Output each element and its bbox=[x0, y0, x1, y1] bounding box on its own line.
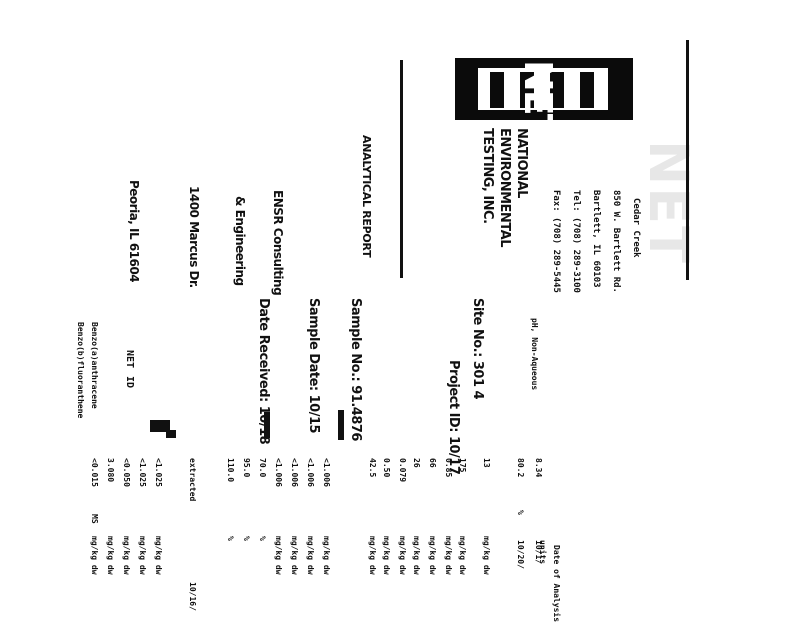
sample-date: Sample Date: 10/15 bbox=[306, 298, 321, 434]
result-date: 10/1/ bbox=[534, 540, 543, 565]
address-line-4: Tel: (708) 289-3100 bbox=[571, 190, 581, 293]
result-unit: mg/kg dw bbox=[154, 536, 163, 575]
logo-bar bbox=[550, 72, 564, 108]
ms-label: MS bbox=[90, 514, 99, 524]
header-rule-right bbox=[686, 40, 689, 280]
result-value: 8.34 bbox=[534, 458, 543, 478]
report-title: ANALYTICAL REPORT bbox=[360, 135, 373, 258]
result-unit: mg/kg dw bbox=[274, 536, 283, 575]
watermark-logo: NET bbox=[637, 140, 700, 265]
result-unit: % bbox=[242, 536, 251, 541]
result-unit: mg/kg dw bbox=[482, 536, 491, 575]
sample-number: Sample No.: 91.4876 bbox=[348, 298, 363, 441]
result-unit: % bbox=[516, 510, 525, 515]
result-unit: mg/kg dw bbox=[90, 536, 99, 575]
table-header-ph: pH, Non-Aqueous bbox=[530, 318, 539, 391]
lab-code-id: ID bbox=[124, 376, 135, 389]
result-value: 70.0 bbox=[258, 458, 267, 478]
logo-text: NET bbox=[516, 60, 560, 138]
client-line-2: & Engineering bbox=[233, 196, 247, 286]
result-value: 26 bbox=[412, 458, 421, 468]
result-value: 0.079 bbox=[398, 458, 407, 483]
analyte-name: Benzo(b)fluoranthene bbox=[76, 322, 85, 419]
result-unit: mg/kg dw bbox=[458, 536, 467, 575]
result-unit: mg/kg dw bbox=[122, 536, 131, 575]
result-unit: mg/kg dw bbox=[412, 536, 421, 575]
client-line-1: ENSR Consulting bbox=[271, 190, 285, 296]
result-value: <0.015 bbox=[90, 458, 99, 487]
result-value: <1.006 bbox=[274, 458, 283, 487]
result-value: 42.5 bbox=[368, 458, 377, 478]
scan-artifact bbox=[150, 420, 170, 432]
result-value: <0.050 bbox=[122, 458, 131, 487]
result-unit: mg/kg dw bbox=[382, 536, 391, 575]
result-value: 66 bbox=[428, 458, 437, 468]
result-value: 175 bbox=[458, 458, 467, 473]
result-unit: mg/kg dw bbox=[444, 536, 453, 575]
scan-artifact bbox=[264, 412, 270, 438]
result-unit: mg/kg dw bbox=[398, 536, 407, 575]
analyte-name: Benzo(a)anthracene bbox=[90, 322, 99, 409]
extracted-date: 10/16/ bbox=[188, 582, 197, 611]
result-unit: mg/kg dw bbox=[306, 536, 315, 575]
header-rule-left bbox=[400, 60, 403, 278]
result-value: 3.080 bbox=[106, 458, 115, 483]
site-number: Site No.: 301 4 bbox=[470, 298, 485, 400]
result-unit: mg/kg dw bbox=[322, 536, 331, 575]
result-value: 80.2 bbox=[516, 458, 525, 478]
scan-artifact bbox=[166, 430, 176, 438]
result-value: <1.006 bbox=[306, 458, 315, 487]
result-unit: % bbox=[258, 536, 267, 541]
table-header-date: Date of Analysis bbox=[552, 545, 561, 622]
result-unit: mg/kg dw bbox=[368, 536, 377, 575]
client-line-4: Peoria, IL 61604 bbox=[127, 180, 141, 283]
lab-code-net: NET bbox=[124, 350, 135, 369]
address-line-3: Bartlett, IL 60103 bbox=[591, 190, 601, 288]
result-value: 0.85 bbox=[444, 458, 453, 478]
result-unit: % bbox=[226, 536, 235, 541]
result-value: 95.0 bbox=[242, 458, 251, 478]
result-value: <1.006 bbox=[290, 458, 299, 487]
logo-bar bbox=[520, 72, 534, 108]
result-value: 0.50 bbox=[382, 458, 391, 478]
address-line-5: Fax: (708) 289-5445 bbox=[551, 190, 561, 293]
scan-artifact bbox=[338, 410, 344, 440]
result-value: <1.025 bbox=[138, 458, 147, 487]
address-line-1: Cedar Creek bbox=[631, 198, 641, 258]
client-line-3: 1400 Marcus Dr. bbox=[187, 186, 201, 288]
lab-name-line-2: ENVIRONMENTAL bbox=[497, 128, 512, 247]
result-unit: mg/kg dw bbox=[138, 536, 147, 575]
result-unit: mg/kg dw bbox=[106, 536, 115, 575]
result-value: 110.0 bbox=[226, 458, 235, 483]
result-date: 10/20/ bbox=[516, 540, 525, 569]
result-value: 13 bbox=[482, 458, 491, 468]
logo-bar bbox=[580, 72, 594, 108]
address-line-2: 850 W. Bartlett Rd. bbox=[611, 190, 621, 293]
result-unit: mg/kg dw bbox=[428, 536, 437, 575]
result-value: <1.006 bbox=[322, 458, 331, 487]
lab-name-line-1: NATIONAL bbox=[514, 128, 529, 198]
result-value: <1.025 bbox=[154, 458, 163, 487]
logo-bar bbox=[490, 72, 504, 108]
extracted-label: extracted bbox=[188, 458, 197, 502]
lab-name-line-3: TESTING, INC. bbox=[480, 128, 495, 224]
result-unit: mg/kg dw bbox=[290, 536, 299, 575]
